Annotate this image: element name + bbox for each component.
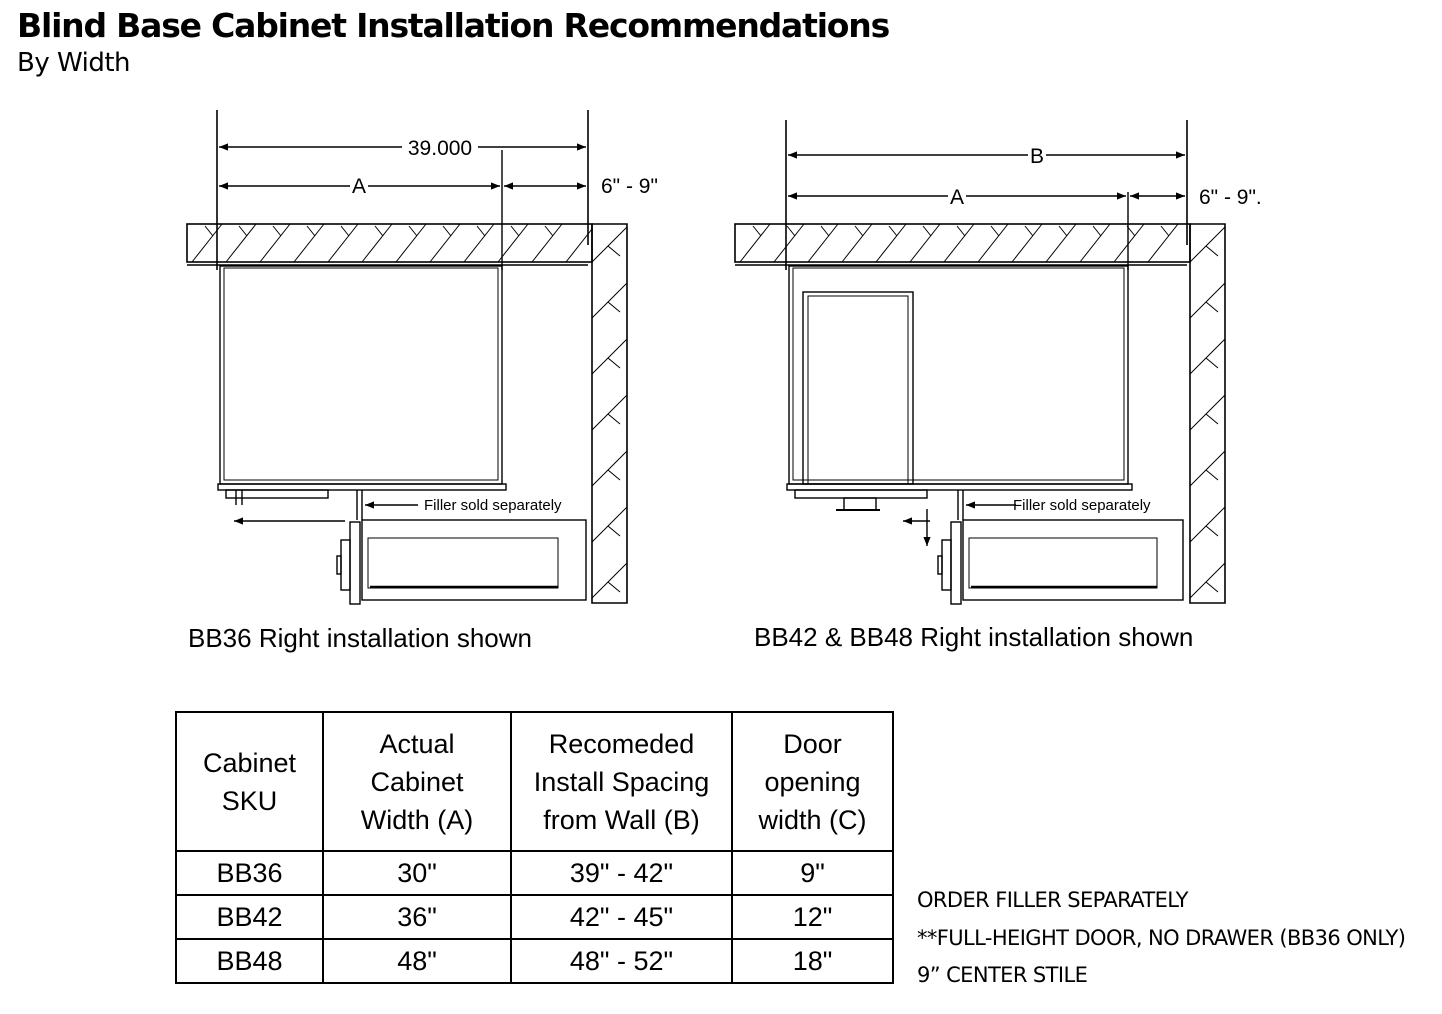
left-dim-a-label: A [352,175,366,198]
page-title: Blind Base Cabinet Installation Recommen… [17,6,890,45]
cell-width: 36" [322,894,512,940]
left-diagram-caption: BB36 Right installation shown [188,623,532,653]
note-order-filler: ORDER FILLER SEPARATELY [917,888,1188,912]
note-center-stile: 9” CENTER STILE [917,963,1088,987]
left-dim-total-label: 39.000 [408,137,472,160]
table-row: BB48 48" 48" - 52" 18" [175,938,894,984]
left-filler-note: Filler sold separately [424,497,562,514]
cell-sku: BB48 [175,938,324,984]
cell-spacing: 39" - 42" [510,850,733,896]
right-dim-b-label: B [1030,145,1044,168]
table-row: BB42 36" 42" - 45" 12" [175,894,894,940]
table-row: BB36 30" 39" - 42" 9" [175,850,894,896]
right-dim-gap-label: 6" - 9". [1199,186,1262,209]
installation-diagrams: 39.000 A 6" - 9" Filler sold separately [186,110,1262,605]
right-dim-a-label: A [950,186,964,209]
cell-spacing: 42" - 45" [510,894,733,940]
note-full-height-door: **FULL-HEIGHT DOOR, NO DRAWER (BB36 ONLY… [917,926,1406,950]
left-diagram [186,110,628,605]
right-diagram-caption: BB42 & BB48 Right installation shown [754,622,1194,652]
right-diagram [734,120,1226,605]
cell-sku: BB42 [175,894,324,940]
cell-width: 48" [322,938,512,984]
cell-door: 9" [731,850,894,896]
right-filler-note: Filler sold separately [1013,497,1151,514]
page-subtitle: By Width [17,48,131,78]
cell-spacing: 48" - 52" [510,938,733,984]
left-dim-gap-label: 6" - 9" [601,175,658,198]
cell-width: 30" [322,850,512,896]
cell-door: 18" [731,938,894,984]
cell-sku: BB36 [175,850,324,896]
cell-door: 12" [731,894,894,940]
